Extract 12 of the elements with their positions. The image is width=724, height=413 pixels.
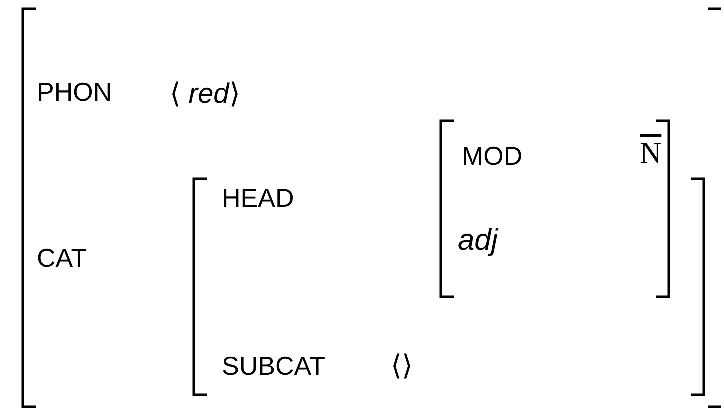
value-label: ⟨ red⟩: [170, 78, 240, 110]
feature-matrix: [440, 120, 670, 298]
attribute-label: ⟨⟩: [391, 350, 413, 382]
attribute-label: HEAD: [222, 184, 294, 214]
attribute-label: PHON: [37, 78, 112, 108]
attribute-label: adj: [458, 224, 498, 258]
attribute-label: MOD: [462, 142, 523, 172]
feature-matrix: [22, 8, 722, 408]
n-bar-symbol: N: [640, 137, 662, 172]
feature-matrix: [193, 178, 705, 396]
value-label: SUBCAT: [222, 352, 326, 382]
attribute-label: CAT: [37, 244, 88, 274]
